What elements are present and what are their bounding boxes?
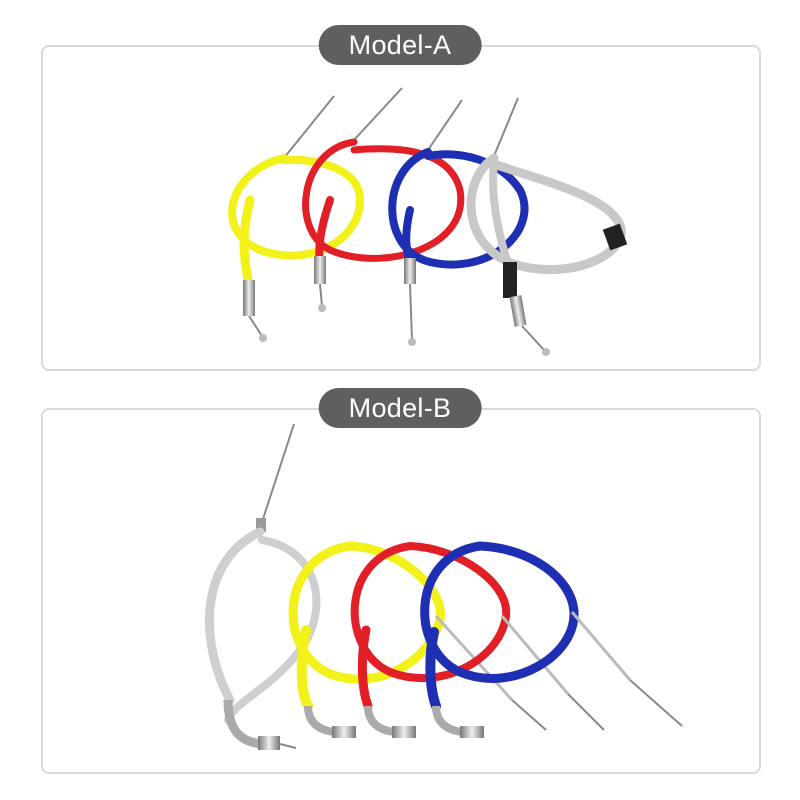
silver-cable-a xyxy=(466,97,628,356)
model-b-panel xyxy=(41,408,761,774)
silver-cable-b xyxy=(204,423,321,750)
model-a-label: Model-A xyxy=(318,25,482,65)
yellow-cable-b xyxy=(288,541,547,738)
model-a-panel xyxy=(41,45,761,371)
blue-cable-b xyxy=(420,541,683,738)
red-cable-b xyxy=(350,542,605,738)
yellow-cable-a xyxy=(228,95,365,342)
model-b-label: Model-B xyxy=(318,388,482,428)
